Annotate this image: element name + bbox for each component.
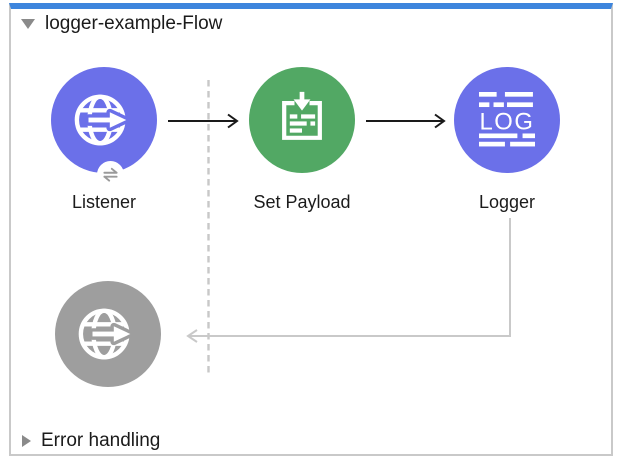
- flow-arrowhead-1-icon: [227, 113, 239, 129]
- error-handling-label: Error handling: [41, 430, 161, 451]
- flow-container: [9, 3, 613, 456]
- error-handling-expander-icon[interactable]: [22, 435, 31, 447]
- error-handling-header[interactable]: Error handling: [22, 430, 160, 452]
- component-set-payload[interactable]: [249, 67, 355, 173]
- component-logger[interactable]: LOG: [454, 67, 560, 173]
- response-return-arrowhead-icon: [186, 329, 198, 343]
- logger-icon: LOG: [479, 92, 535, 147]
- globe-arrow-gray-icon: [78, 308, 134, 360]
- flow-arrowhead-2-icon: [434, 113, 446, 129]
- component-label-logger: Logger: [478, 192, 536, 212]
- flow-expander-icon[interactable]: [21, 19, 35, 29]
- flow-title: logger-example-Flow: [45, 13, 223, 34]
- exchange-badge: [97, 161, 124, 188]
- logger-icon-text: LOG: [479, 108, 534, 135]
- component-http-listener[interactable]: [51, 67, 157, 188]
- response-return-line: [189, 218, 511, 337]
- exchange-arrows-icon: [103, 167, 118, 182]
- component-label-set-payload: Set Payload: [253, 192, 351, 212]
- set-payload-icon: [282, 91, 322, 140]
- component-label-listener: Listener: [71, 192, 137, 212]
- globe-arrow-icon: [74, 94, 130, 146]
- component-http-response-disabled[interactable]: [55, 281, 161, 387]
- flow-header[interactable]: logger-example-Flow: [21, 13, 222, 35]
